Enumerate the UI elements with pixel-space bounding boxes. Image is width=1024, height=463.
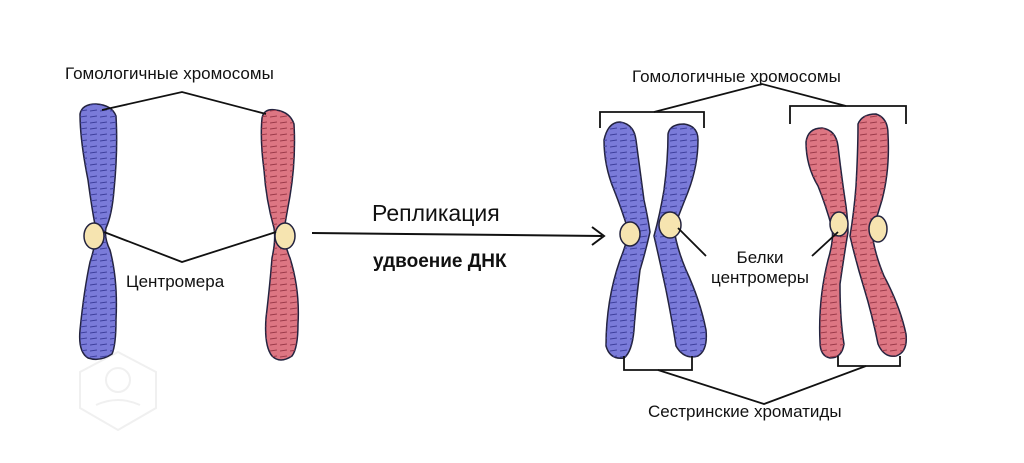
centromere-proteins-label: Белки центромеры: [702, 248, 818, 288]
replication-arrow: [311, 226, 606, 246]
left-red-centromere: [274, 222, 296, 250]
right-blue-centromere-left: [619, 221, 641, 247]
left-homologous-pointer: [101, 91, 267, 115]
right-red-centromere-left: [829, 211, 849, 237]
right-homologous-pointer: [599, 83, 907, 128]
right-blue-chromatid-right: [653, 123, 708, 358]
homologous-label-left: Гомологичные хромосомы: [65, 64, 274, 83]
right-red-chromatid-right: [849, 113, 908, 357]
centromere-proteins-line1: Белки: [736, 248, 784, 267]
centromere-proteins-pointer: [677, 227, 839, 257]
left-blue-centromere: [83, 222, 105, 250]
sister-chromatids-pointer: [623, 356, 901, 405]
replication-label: Репликация: [372, 200, 500, 226]
homologous-label-right: Гомологичные хромосомы: [632, 67, 841, 86]
centromere-proteins-line2: центромеры: [711, 268, 809, 287]
sister-chromatids-label: Сестринские хроматиды: [648, 402, 842, 421]
centromere-label: Центромера: [126, 272, 225, 291]
watermark-logo: [79, 350, 157, 432]
left-centromere-pointer: [103, 231, 277, 263]
dna-doubling-label: удвоение ДНК: [373, 251, 507, 272]
right-blue-centromere-right: [658, 211, 682, 239]
right-red-centromere-right: [868, 215, 888, 243]
